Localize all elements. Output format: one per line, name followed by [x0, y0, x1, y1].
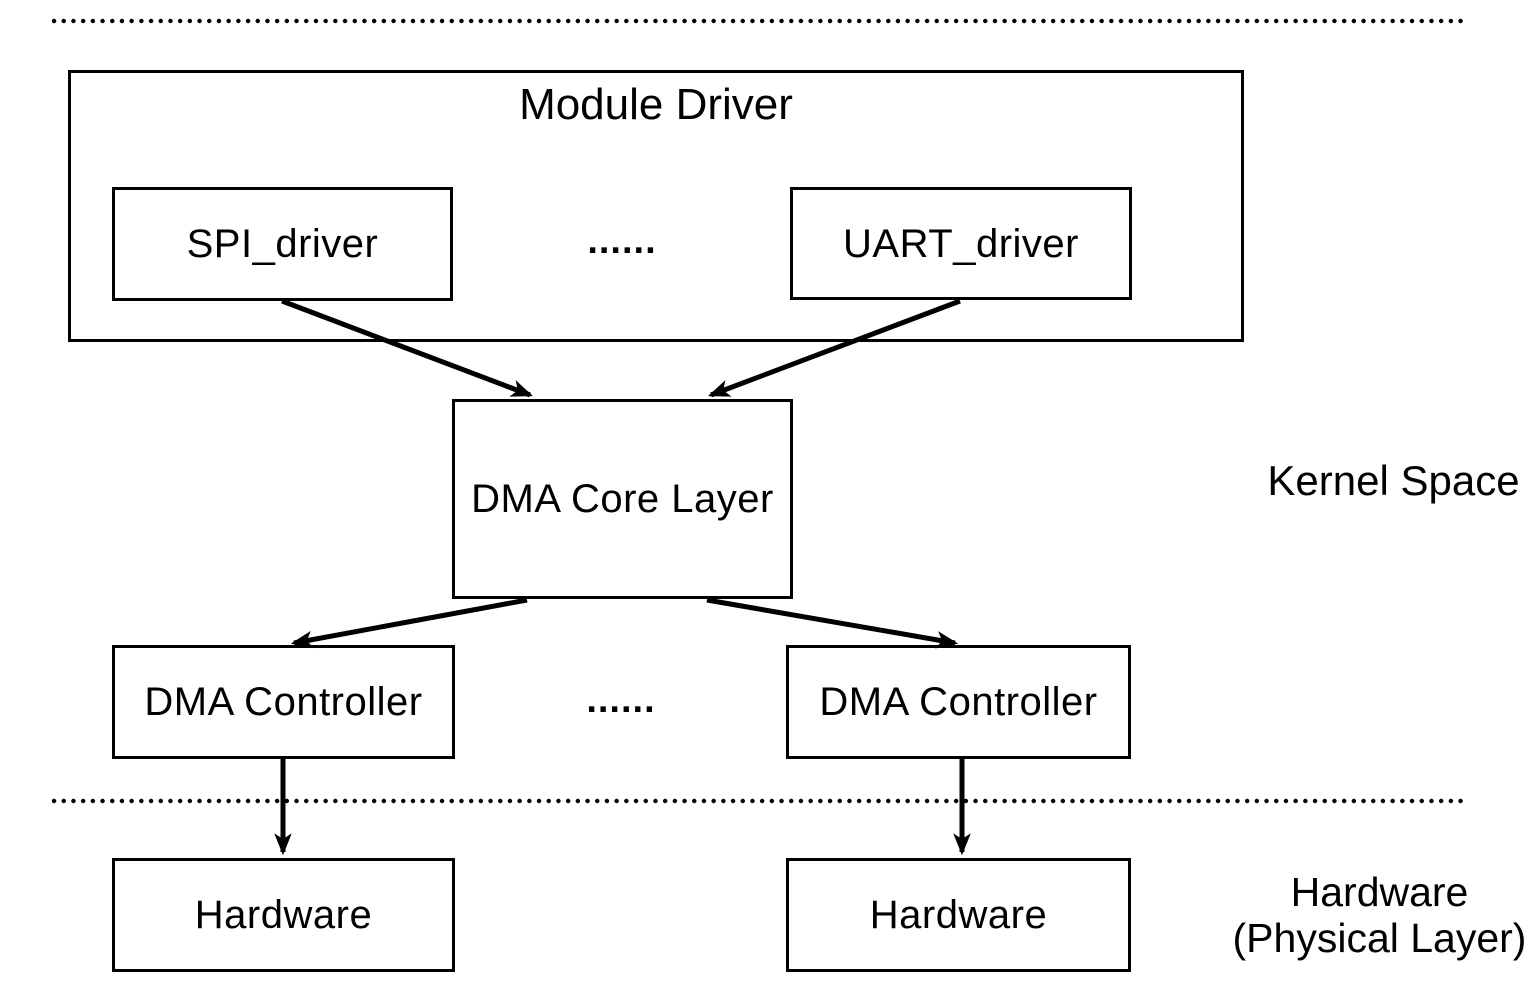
- hardware-left-label: Hardware: [194, 893, 373, 937]
- module-driver-group-box: Module Driver: [68, 70, 1244, 342]
- node-uart-driver: UART_driver: [790, 187, 1132, 300]
- dma-controller-left-label: DMA Controller: [144, 680, 423, 724]
- dma-controller-right-label: DMA Controller: [819, 680, 1098, 724]
- dma-core-layer-label: DMA Core Layer: [471, 477, 774, 521]
- drivers-ellipsis: ......: [587, 220, 657, 262]
- node-hardware-right: Hardware: [786, 858, 1131, 972]
- arrow-spi-to-dma-core: [281, 298, 534, 398]
- node-spi-driver: SPI_driver: [112, 187, 453, 301]
- arrow-uart-to-dma-core: [707, 298, 961, 398]
- node-dma-core-layer: DMA Core Layer: [452, 399, 793, 599]
- node-dma-controller-left: DMA Controller: [112, 645, 455, 759]
- spi-driver-label: SPI_driver: [186, 222, 379, 266]
- module-driver-title: Module Driver: [519, 80, 793, 129]
- arrow-dma-core-to-left-controller: [290, 597, 528, 649]
- hardware-layer-line2: (Physical Layer): [1232, 915, 1527, 961]
- node-dma-controller-right: DMA Controller: [786, 645, 1131, 759]
- kernel-space-annotation: Kernel Space: [1267, 457, 1520, 504]
- uart-driver-label: UART_driver: [843, 221, 1079, 266]
- hardware-right-label: Hardware: [869, 893, 1048, 937]
- node-hardware-left: Hardware: [112, 858, 455, 972]
- arrow-dma-core-to-right-controller: [706, 597, 959, 649]
- hardware-physical-layer-annotation: Hardware (Physical Layer): [1222, 869, 1537, 961]
- hardware-layer-line1: Hardware: [1290, 869, 1469, 915]
- controllers-ellipsis: ......: [586, 679, 656, 721]
